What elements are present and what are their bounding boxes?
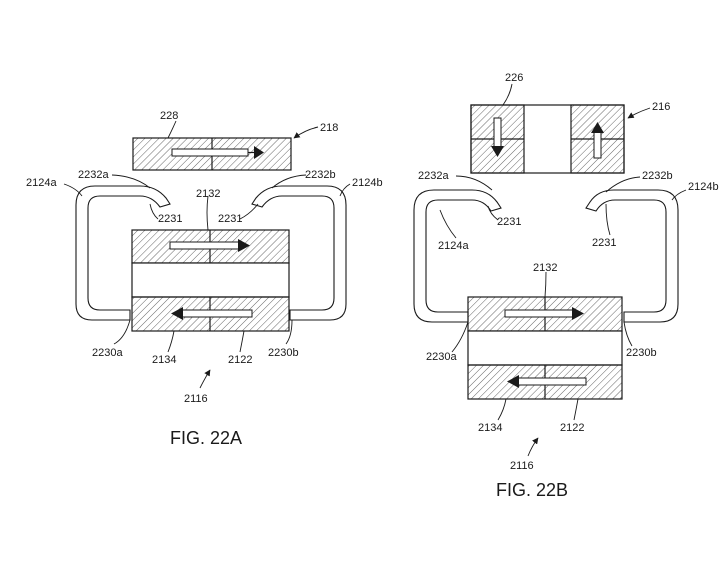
label-2230a-b: 2230a xyxy=(426,351,457,363)
leader-lines-22b xyxy=(439,83,687,457)
label-226: 226 xyxy=(505,72,523,84)
caption-fig-22a: FIG. 22A xyxy=(170,428,242,448)
label-2122-b: 2122 xyxy=(560,422,584,434)
label-2132-b: 2132 xyxy=(533,262,557,274)
main-block-2116 xyxy=(131,229,290,332)
label-2134: 2134 xyxy=(152,354,176,366)
label-2124b-b: 2124b xyxy=(688,181,719,193)
label-216: 216 xyxy=(652,101,670,113)
label-2231-right-b: 2231 xyxy=(592,237,616,249)
label-2231-left-b: 2231 xyxy=(497,216,521,228)
left-guide-2124a-b xyxy=(413,189,502,323)
main-block-2116-b xyxy=(467,296,623,400)
label-2124a-b: 2124a xyxy=(438,240,469,252)
label-2230b-b: 2230b xyxy=(626,347,657,359)
label-2124a: 2124a xyxy=(26,177,57,189)
label-2232b-b: 2232b xyxy=(642,170,673,182)
figure-22b: 226 216 2232a 2231 2124a 2232b 2124b 223… xyxy=(413,72,719,500)
label-2230a: 2230a xyxy=(92,347,123,359)
top-magnet-226 xyxy=(470,104,625,174)
label-2232a: 2232a xyxy=(78,169,109,181)
label-2232a-b: 2232a xyxy=(418,170,449,182)
label-2124b: 2124b xyxy=(352,177,383,189)
label-2231-left: 2231 xyxy=(158,213,182,225)
label-228: 228 xyxy=(160,110,178,122)
label-2231-right: 2231 xyxy=(218,213,242,225)
label-2116-b: 2116 xyxy=(510,460,534,472)
label-2116: 2116 xyxy=(184,393,208,405)
label-2232b: 2232b xyxy=(305,169,336,181)
leader-lines-22a xyxy=(63,120,351,389)
left-guide-2124a xyxy=(75,185,171,321)
top-magnet-228 xyxy=(132,137,292,171)
label-2134-b: 2134 xyxy=(478,422,502,434)
figure-22a: 228 218 2124a 2232a 2231 2132 2231 2232b… xyxy=(26,110,383,448)
caption-fig-22b: FIG. 22B xyxy=(496,480,568,500)
right-guide-2124b-b xyxy=(585,189,679,323)
label-2132: 2132 xyxy=(196,188,220,200)
label-2230b: 2230b xyxy=(268,347,299,359)
label-2122: 2122 xyxy=(228,354,252,366)
label-218: 218 xyxy=(320,122,338,134)
